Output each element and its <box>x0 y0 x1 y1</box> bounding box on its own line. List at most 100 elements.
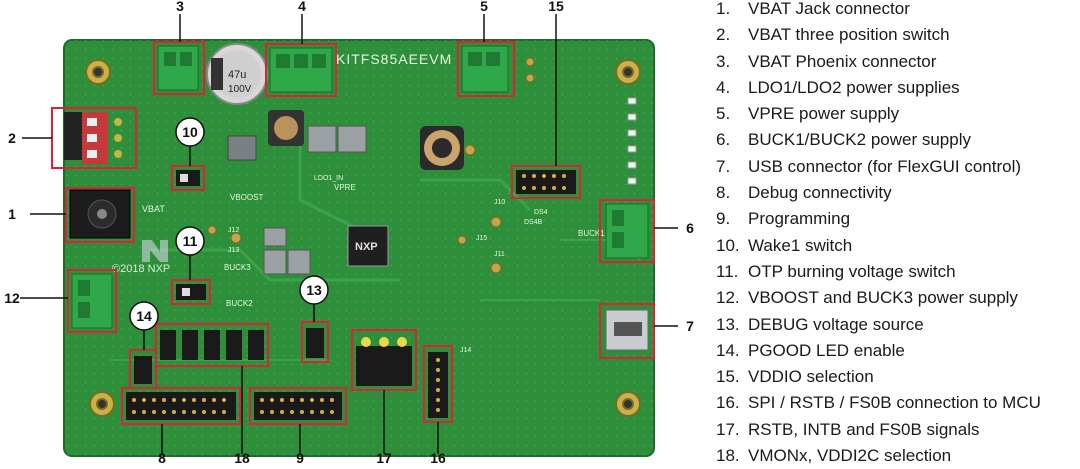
spi-header <box>428 352 448 418</box>
legend-text: RSTB, INTB and FS0B signals <box>748 419 980 439</box>
wake1-switch <box>176 170 200 186</box>
legend-item: 14. PGOOD LED enable <box>716 338 1080 364</box>
legend-text: DEBUG voltage source <box>748 314 924 334</box>
legend-text: VBOOST and BUCK3 power supply <box>748 288 1018 308</box>
legend-text: SPI / RSTB / FS0B connection to MCU <box>748 393 1041 413</box>
mounting-holes <box>85 59 641 417</box>
year-mark-silk: ©2018 NXP <box>112 263 170 275</box>
capacitor-label-2: 100V <box>228 84 252 95</box>
pin-dots <box>132 358 440 414</box>
programming-header <box>254 392 342 420</box>
silk-ldo1-in: LDO1_IN <box>314 175 343 182</box>
legend-number: 18. <box>716 446 740 466</box>
legend-item: 11.OTP burning voltage switch <box>716 259 1080 285</box>
legend-text: VMONx, VDDI2C selection <box>748 446 952 466</box>
silk-ds4b: DS4B <box>524 219 543 226</box>
legend-number: 5. <box>716 104 731 124</box>
legend-number: 9. <box>716 209 731 229</box>
phoenix-connector-vboost <box>71 273 113 329</box>
legend-item: 5. VPRE power supply <box>716 101 1080 127</box>
legend-text: LDO1/LDO2 power supplies <box>748 77 960 97</box>
silk-vboost: VBOOST <box>230 193 263 202</box>
legend-number: 8. <box>716 183 731 203</box>
legend-text: VBAT three position switch <box>748 25 950 45</box>
legend-item: 13. DEBUG voltage source <box>716 312 1080 338</box>
legend-item: 16. SPI / RSTB / FS0B connection to MCU <box>716 390 1080 416</box>
legend-item: 1. VBAT Jack connector <box>716 0 1080 22</box>
legend-number: 15. <box>716 367 740 387</box>
legend-number: 6. <box>716 130 731 150</box>
main-ic: NXP <box>347 225 389 267</box>
silk-vpre: VPRE <box>334 183 356 192</box>
usb-connector <box>605 309 649 351</box>
phoenix-connector-vpre <box>461 45 509 93</box>
callout-11: 11 <box>183 233 198 249</box>
legend-item: 17. RSTB, INTB and FS0B signals <box>716 417 1080 443</box>
legend-item: 7. USB connector (for FlexGUI control) <box>716 154 1080 180</box>
nxp-logo-silk <box>142 240 168 262</box>
legend-number: 17. <box>716 419 740 439</box>
callout-2: 2 <box>8 130 16 146</box>
silk-buck3: BUCK3 <box>224 263 251 272</box>
pgood-jumper <box>134 356 152 384</box>
debug-voltage-jumper <box>306 328 324 358</box>
inductors <box>227 110 464 275</box>
callout-9: 9 <box>296 450 304 464</box>
phoenix-connector-ldo <box>269 47 333 93</box>
legend-text: PGOOD LED enable <box>748 340 905 360</box>
leader-lines <box>20 14 678 454</box>
vmon-jumpers <box>160 330 264 360</box>
callout-13: 13 <box>306 282 322 298</box>
legend-number: 16. <box>716 393 740 413</box>
legend-item: 6. BUCK1/BUCK2 power supply <box>716 127 1080 153</box>
callout-17: 17 <box>376 450 392 464</box>
legend-item: 10. Wake1 switch <box>716 233 1080 259</box>
callout-6: 6 <box>686 220 694 236</box>
signal-jumpers <box>356 337 412 386</box>
legend-item: 2.VBAT three position switch <box>716 22 1080 48</box>
legend-number: 12. <box>716 288 740 308</box>
debug-header <box>126 392 236 420</box>
legend-text: VPRE power supply <box>748 104 900 124</box>
legend-item: 4. LDO1/LDO2 power supplies <box>716 75 1080 101</box>
callout-4: 4 <box>298 0 306 14</box>
legend-text: OTP burning voltage switch <box>748 261 956 281</box>
callout-8: 8 <box>158 450 166 464</box>
callout-12: 12 <box>4 290 20 306</box>
legend-number: 1. <box>716 0 731 18</box>
ic-logo-text: NXP <box>355 241 378 253</box>
silk-j10: J10 <box>494 199 505 206</box>
legend-text: VBAT Phoenix connector <box>748 51 937 71</box>
dc-jack <box>69 189 131 239</box>
legend-item: 9.Programming <box>716 206 1080 232</box>
callout-1: 1 <box>8 206 16 222</box>
silk-j13: J13 <box>228 247 239 254</box>
callout-15: 15 <box>548 0 564 14</box>
phoenix-connector-buck12 <box>605 203 649 259</box>
legend-number: 7. <box>716 156 731 176</box>
silk-j11: J11 <box>494 251 505 258</box>
legend-number: 13. <box>716 314 740 334</box>
otp-switch <box>176 284 206 300</box>
legend-text: VBAT Jack connector <box>748 0 910 18</box>
capacitor-label-1: 47u <box>228 69 246 81</box>
silk-buck2: BUCK2 <box>226 299 253 308</box>
legend-number: 10. <box>716 235 740 255</box>
legend-text: BUCK1/BUCK2 power supply <box>748 130 971 150</box>
legend-text: VDDIO selection <box>748 367 874 387</box>
legend-text: Debug connectivity <box>748 183 892 203</box>
legend-text: USB connector (for FlexGUI control) <box>748 156 1022 176</box>
callout-14: 14 <box>136 308 152 324</box>
legend-number: 14. <box>716 340 740 360</box>
legend-text: Wake1 switch <box>748 235 853 255</box>
vbat-slide-switch <box>64 112 122 164</box>
callout-3: 3 <box>176 0 184 14</box>
silk-buck1: BUCK1 <box>578 229 605 238</box>
test-pads <box>207 57 535 274</box>
silk-j14: J14 <box>460 347 471 354</box>
callout-16: 16 <box>430 450 446 464</box>
callout-18: 18 <box>234 450 250 464</box>
legend-number: 4. <box>716 77 731 97</box>
callout-circles <box>129 117 329 331</box>
